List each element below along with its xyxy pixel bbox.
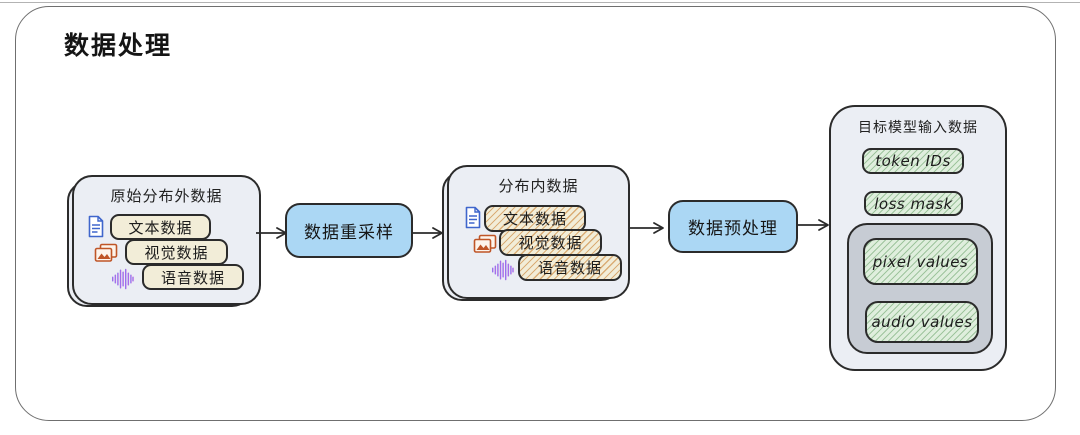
flow-arrow-1	[255, 225, 288, 241]
group-in-distribution-data: 分布内数据 文本数据 视觉数据	[442, 165, 630, 301]
group-model-input-data: 目标模型输入数据 token IDs loss mask pixel value…	[829, 105, 1007, 371]
in-distribution-chip-audio-data: 语音数据	[518, 254, 622, 281]
canvas-top-edge	[0, 2, 1080, 3]
chip-loss-mask: loss mask	[864, 191, 963, 216]
image-icon	[473, 234, 497, 255]
image-icon	[94, 243, 118, 264]
process-box-resample: 数据重采样	[285, 203, 413, 258]
document-icon	[464, 206, 482, 229]
chip-audio-values: audio values	[865, 301, 979, 343]
process-box-preprocess: 数据预处理	[668, 200, 798, 253]
in-distribution-chip-visual-data: 视觉数据	[499, 229, 602, 256]
group-model-input-title: 目标模型输入数据	[858, 120, 978, 136]
group-source-data: 原始分布外数据 文本数据 视觉数据	[67, 175, 261, 307]
in-distribution-chip-text-data: 文本数据	[484, 205, 586, 232]
flow-arrow-2	[411, 225, 444, 241]
group-source-title: 原始分布外数据	[110, 187, 223, 205]
page-title: 数据处理	[64, 31, 173, 60]
flow-arrow-3	[628, 220, 665, 236]
chip-token-ids: token IDs	[862, 148, 964, 174]
audio-wave-icon	[111, 268, 134, 290]
outer-frame	[15, 6, 1056, 421]
chip-pixel-values: pixel values	[863, 238, 978, 285]
document-icon	[87, 215, 105, 238]
source-chip-text-data: 文本数据	[110, 214, 211, 240]
audio-wave-icon	[491, 259, 514, 281]
source-chip-visual-data: 视觉数据	[125, 239, 228, 265]
group-in-distribution-title: 分布内数据	[498, 177, 579, 195]
source-chip-audio-data: 语音数据	[142, 264, 244, 290]
flow-arrow-4	[797, 217, 830, 233]
